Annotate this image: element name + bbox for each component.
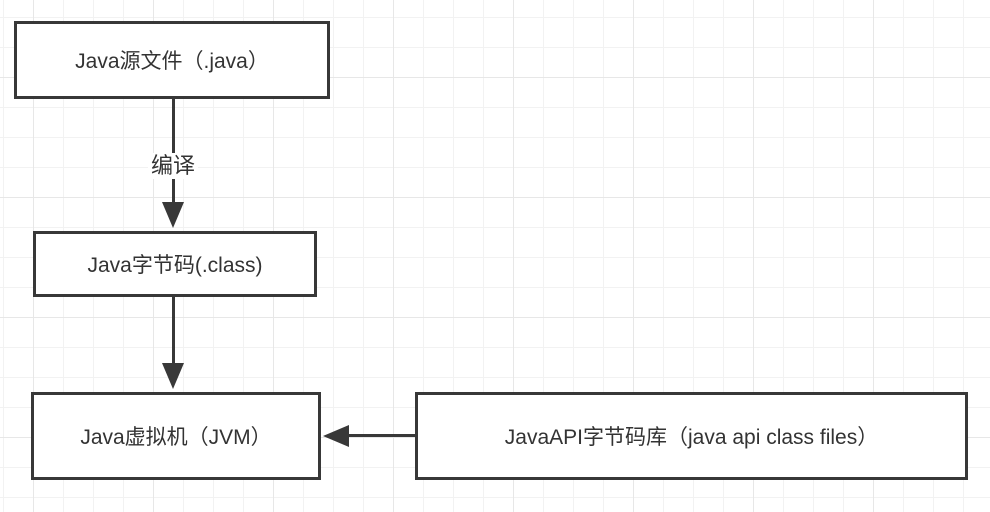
node-java-virtual-machine-label: Java虚拟机（JVM）: [80, 426, 272, 449]
edge-bytecode-to-jvm-line: [172, 297, 175, 363]
edge-api-to-jvm-line: [349, 434, 415, 437]
arrowhead-down-icon: [162, 363, 184, 389]
node-java-source-file[interactable]: Java源文件（.java）: [14, 21, 330, 99]
node-java-bytecode[interactable]: Java字节码(.class): [33, 231, 317, 297]
arrowhead-down-icon: [162, 202, 184, 228]
node-java-api-class-library[interactable]: JavaAPI字节码库（java api class files）: [415, 392, 968, 480]
node-java-virtual-machine[interactable]: Java虚拟机（JVM）: [31, 392, 321, 480]
edge-compile-label: 编译: [147, 153, 199, 179]
node-java-bytecode-label: Java字节码(.class): [87, 254, 263, 277]
edge-compile-line: [172, 99, 175, 203]
arrowhead-left-icon: [323, 425, 349, 447]
node-java-source-file-label: Java源文件（.java）: [75, 50, 269, 73]
node-java-api-class-library-label: JavaAPI字节码库（java api class files）: [504, 426, 879, 449]
